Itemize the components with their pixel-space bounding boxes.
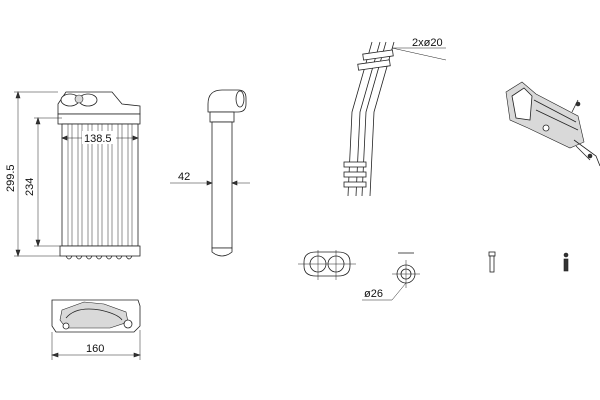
side-view: 42 (170, 89, 250, 257)
front-view: 138.5 299.5 234 (5, 91, 141, 260)
connector-housing (505, 81, 600, 167)
core-tubes (67, 124, 133, 246)
pipe-assembly: 2xø20 (343, 37, 447, 197)
clip (563, 252, 569, 272)
dimension-pipe-diameter: 2xø20 (412, 37, 443, 49)
dimension-port-diameter: ø26 (364, 288, 383, 300)
o-ring: ø26 (362, 252, 420, 301)
dimension-length: 160 (86, 343, 104, 355)
dimension-overall-height: 299.5 (5, 164, 17, 192)
dimension-core-height: 234 (24, 178, 36, 196)
dimension-core-width: 138.5 (84, 133, 112, 145)
bottom-view: 160 (51, 299, 141, 360)
screw (488, 251, 496, 273)
twin-port-seal (298, 250, 356, 280)
dimension-depth: 42 (178, 171, 190, 183)
